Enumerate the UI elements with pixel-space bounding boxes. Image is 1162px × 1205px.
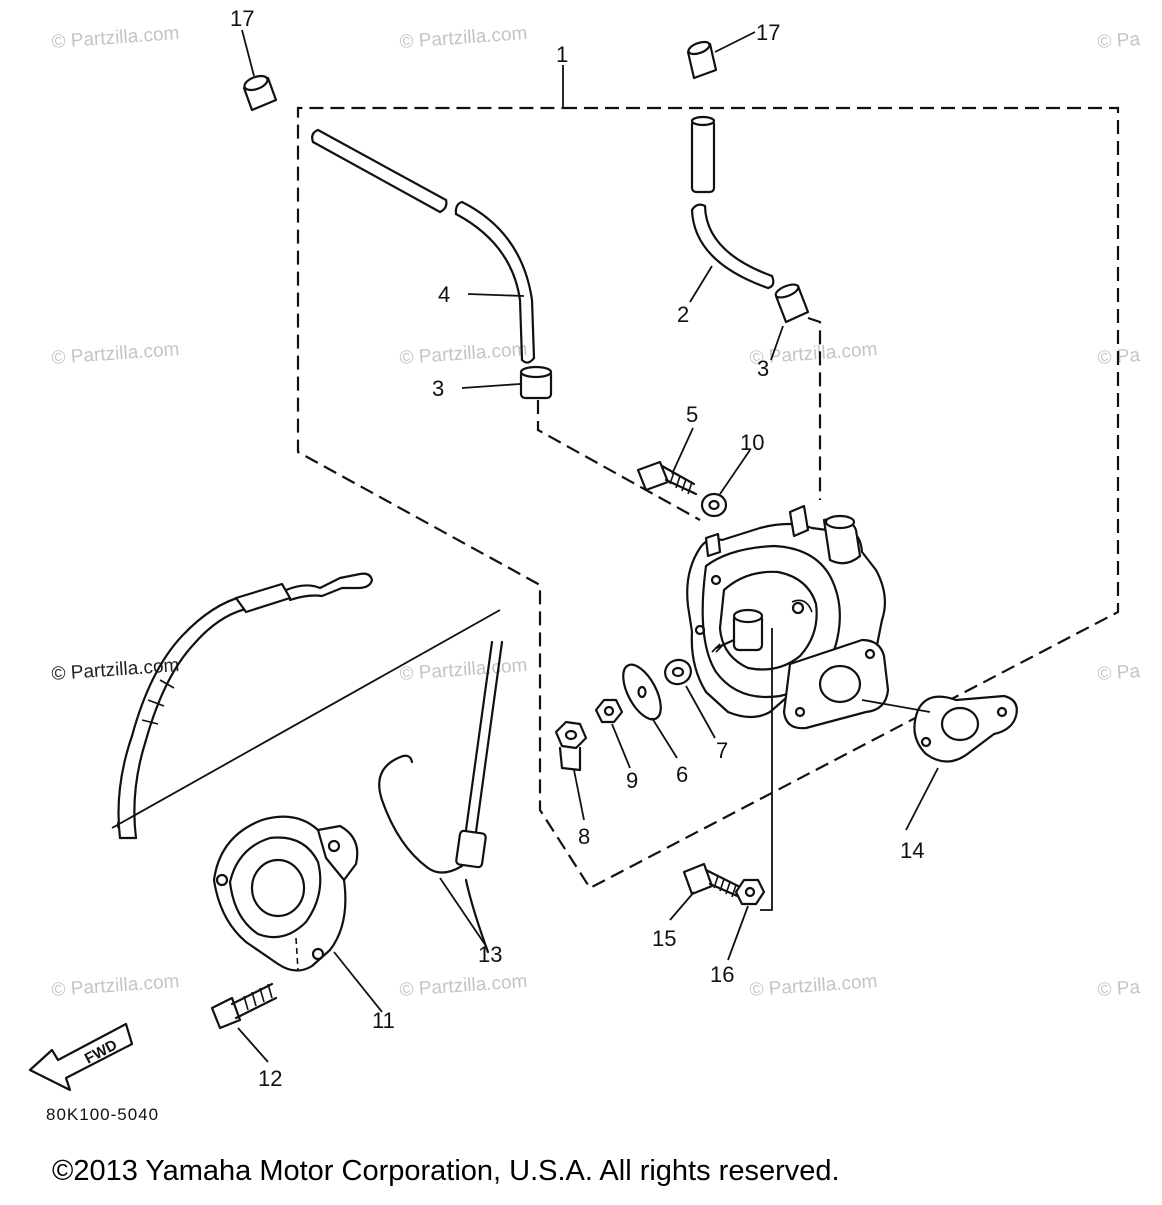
callout-4: 4	[438, 282, 450, 307]
fwd-arrow-icon: FWD	[28, 1022, 134, 1092]
callout-10: 10	[740, 430, 764, 455]
part-5-bolt	[636, 427, 698, 496]
watermark: © Partzilla.com	[51, 339, 180, 369]
pump-body	[686, 504, 890, 730]
watermark: © Pa	[1097, 29, 1141, 53]
callout-5: 5	[686, 402, 698, 427]
callout-7: 7	[716, 738, 728, 763]
watermark: © Partzilla.com	[399, 339, 528, 369]
callout-13: 13	[478, 942, 502, 967]
watermark: © Pa	[1097, 661, 1141, 685]
part-17-cap-left	[241, 29, 278, 112]
callout-8: 8	[578, 824, 590, 849]
callout-3-left: 3	[432, 376, 444, 401]
assembly-boundary	[296, 65, 1120, 890]
watermark: © Partzilla.com	[51, 23, 180, 53]
watermark-layer: © Partzilla.com © Partzilla.com © Pa © P…	[51, 23, 1141, 1001]
callout-3-right: 3	[757, 356, 769, 381]
part-13-sensor	[378, 640, 504, 954]
part-15-bolt	[669, 862, 744, 921]
watermark: © Partzilla.com	[399, 655, 528, 685]
part-2-hose	[689, 115, 775, 303]
part-7-washer	[664, 658, 716, 739]
diagram-reference-code: 80K100-5040	[46, 1105, 159, 1124]
part-4-hose	[311, 128, 536, 364]
callout-9: 9	[626, 768, 638, 793]
watermark: © Partzilla.com	[749, 971, 878, 1001]
part-8-nut	[554, 720, 588, 821]
callout-12: 12	[258, 1066, 282, 1091]
watermark: © Partzilla.com	[399, 971, 528, 1001]
part-12-bolt	[210, 982, 278, 1063]
watermark: © Partzilla.com	[51, 971, 180, 1001]
callout-17-left: 17	[230, 6, 254, 31]
part-3-sleeve-left	[461, 365, 701, 521]
part-9-nut	[594, 698, 631, 769]
callout-17-right: 17	[756, 20, 780, 45]
part-17-cap-right	[686, 31, 756, 80]
copyright-notice: ©2013 Yamaha Motor Corporation, U.S.A. A…	[52, 1155, 840, 1187]
callout-labels: 1 2 3 3 4 5 6 7 8 9 10 11 12 13 14 15 16…	[230, 6, 924, 1091]
part-10-washer	[700, 449, 751, 518]
part-6-plate	[622, 663, 678, 759]
part-3-sleeve-right	[770, 283, 822, 500]
callout-2: 2	[677, 302, 689, 327]
part-16-nut	[727, 628, 773, 961]
callout-6: 6	[676, 762, 688, 787]
watermark: © Pa	[1097, 977, 1141, 1001]
callout-14: 14	[900, 838, 924, 863]
callout-1: 1	[556, 42, 568, 67]
cable-harness	[111, 572, 501, 840]
callout-16: 16	[710, 962, 734, 987]
part-11-cover	[212, 815, 383, 1013]
callout-11: 11	[372, 1008, 395, 1033]
part-14-gasket	[861, 694, 1018, 831]
watermark: © Partzilla.com	[399, 23, 528, 53]
callout-15: 15	[652, 926, 676, 951]
